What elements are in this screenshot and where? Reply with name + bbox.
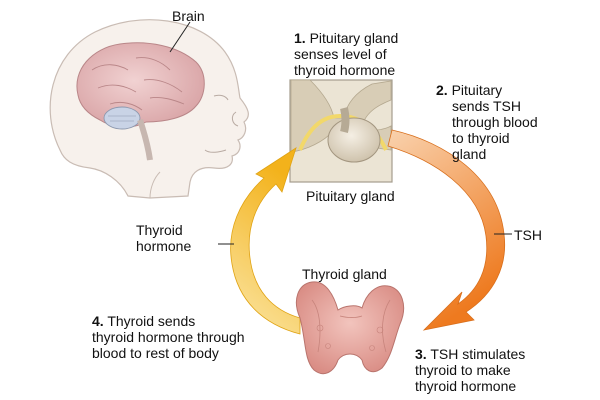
thyroid-hormone-label-line-1: Thyroid	[136, 222, 183, 238]
step-1-text: 1. Pituitary gland senses level of thyro…	[294, 30, 398, 78]
tsh-arrow	[387, 129, 506, 331]
brain-leader-line	[169, 21, 191, 53]
pituitary-gland-label: Pituitary gland	[306, 188, 395, 204]
step-2-line-2: sends TSH	[452, 98, 521, 114]
step-4-number: 4.	[92, 313, 104, 329]
step-4-line-3: blood to rest of body	[92, 345, 219, 361]
step-2-line-5: gland	[452, 146, 487, 162]
step-1-line-1: Pituitary gland	[309, 30, 399, 46]
brain-label: Brain	[172, 8, 205, 24]
step-1-number: 1.	[294, 30, 306, 46]
step-1-line-2: senses level of	[294, 46, 387, 62]
step-3-text: 3. TSH stimulates thyroid to make thyroi…	[415, 346, 525, 394]
step-1-line-3: thyroid hormone	[294, 62, 396, 78]
step-4-line-1: Thyroid sends	[107, 313, 196, 329]
step-4-text: 4. Thyroid sends thyroid hormone through…	[92, 313, 245, 361]
brain-illustration	[76, 42, 205, 161]
step-3-line-3: thyroid hormone	[415, 378, 517, 394]
step-4-line-2: thyroid hormone through	[92, 329, 245, 345]
thyroid-gland-illustration	[296, 281, 404, 375]
thyroid-gland-label: Thyroid gland	[302, 266, 387, 282]
step-2-line-4: to thyroid	[452, 130, 510, 146]
step-3-number: 3.	[415, 346, 427, 362]
thyroid-hormone-arrow	[230, 147, 301, 335]
step-2-text: 2. Pituitary sends TSH through blood to …	[436, 82, 538, 162]
step-2-number: 2.	[436, 82, 448, 98]
thyroid-hormone-label: Thyroid hormone	[136, 222, 191, 254]
step-3-line-2: thyroid to make	[415, 362, 511, 378]
step-3-line-1: TSH stimulates	[430, 346, 526, 362]
step-2-line-1: Pituitary	[451, 82, 503, 98]
step-2-line-3: through blood	[452, 114, 538, 130]
thyroid-hormone-label-line-2: hormone	[136, 238, 192, 254]
tsh-label: TSH	[514, 227, 542, 243]
pituitary-inset	[289, 79, 393, 183]
